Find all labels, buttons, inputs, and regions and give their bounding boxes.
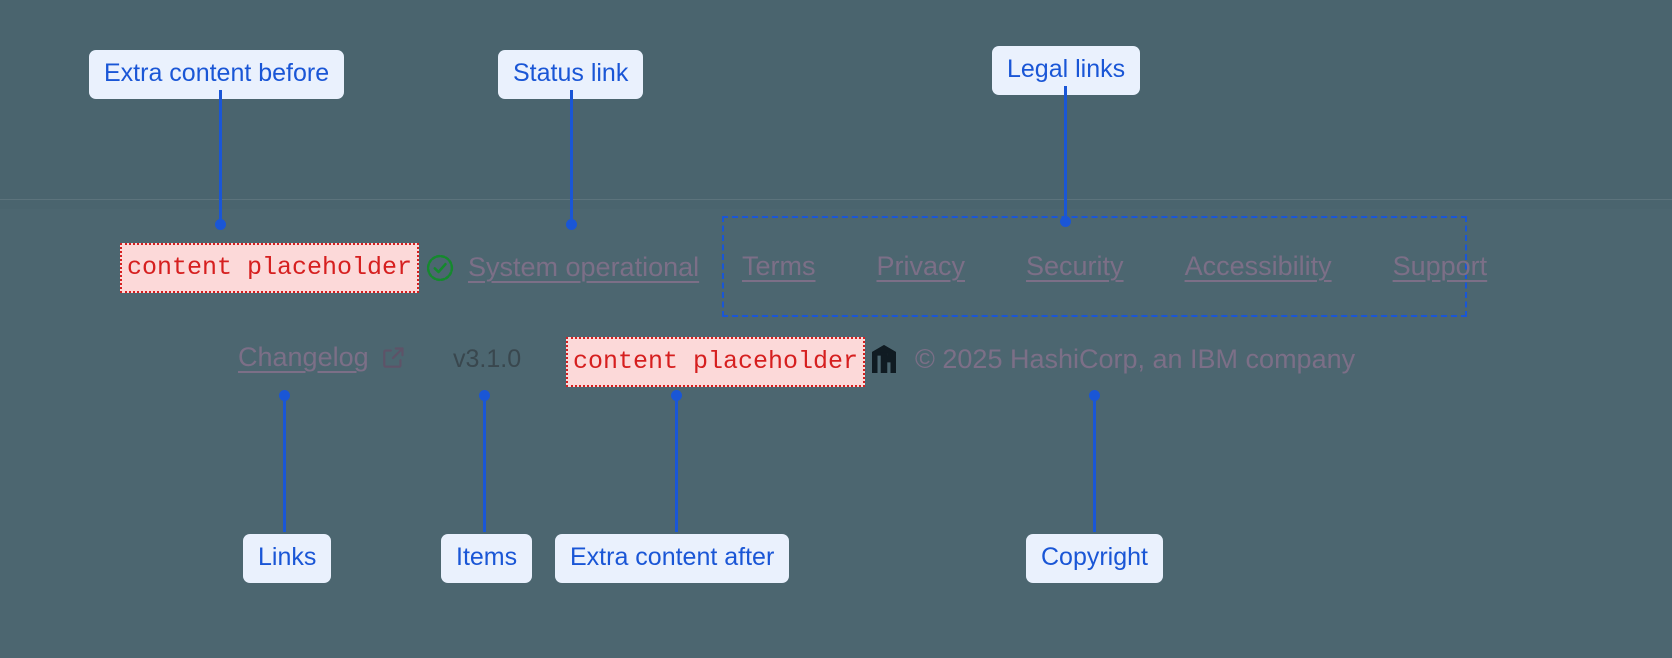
extra-content-before-slot: content placeholder [120, 243, 420, 293]
legal-links-list: Terms Privacy Security Accessibility Sup… [724, 251, 1505, 282]
leader-line-legal [1064, 86, 1067, 221]
leader-line-links [283, 396, 286, 532]
legal-link-security[interactable]: Security [1026, 251, 1124, 281]
top-band [0, 0, 1672, 209]
leader-line-status [570, 90, 573, 225]
callout-extra-content-before: Extra content before [89, 50, 345, 99]
legal-link-terms[interactable]: Terms [742, 251, 816, 281]
leader-dot-extra-after [671, 390, 682, 401]
callout-links: Links [243, 534, 332, 583]
content-placeholder-after: content placeholder [566, 337, 866, 387]
callout-extra-content-after: Extra content after [555, 534, 790, 583]
changelog-link[interactable]: Changelog [238, 342, 407, 373]
changelog-label: Changelog [238, 342, 369, 372]
legal-link-support[interactable]: Support [1392, 251, 1488, 281]
version-label-wrap: v3.1.0 [453, 345, 521, 374]
leader-dot-legal [1060, 216, 1071, 227]
status-link-label: System operational [468, 252, 700, 282]
extra-content-after-slot: content placeholder [566, 337, 866, 387]
check-circle-icon [425, 253, 455, 283]
legal-link-accessibility[interactable]: Accessibility [1184, 251, 1332, 281]
leader-dot-status [566, 219, 577, 230]
leader-dot-links [279, 390, 290, 401]
band-divider [0, 199, 1672, 200]
legal-links-region: Terms Privacy Security Accessibility Sup… [722, 216, 1487, 317]
legal-link-privacy[interactable]: Privacy [876, 251, 966, 281]
leader-line-extra-before [219, 90, 222, 225]
content-placeholder-before: content placeholder [120, 243, 420, 293]
hashicorp-logo-icon [869, 343, 899, 375]
leader-dot-items [479, 390, 490, 401]
status-link[interactable]: System operational [425, 252, 699, 283]
leader-dot-extra-before [215, 219, 226, 230]
copyright-text: © 2025 HashiCorp, an IBM company [915, 343, 1356, 374]
callout-copyright: Copyright [1026, 534, 1163, 583]
brand-copyright: © 2025 HashiCorp, an IBM company [869, 343, 1355, 375]
version-label: v3.1.0 [453, 345, 522, 373]
leader-line-extra-after [675, 396, 678, 532]
leader-dot-copyright [1089, 390, 1100, 401]
external-link-icon [380, 344, 407, 371]
callout-items: Items [441, 534, 533, 583]
leader-line-copyright [1093, 396, 1096, 532]
leader-line-items [483, 396, 486, 532]
